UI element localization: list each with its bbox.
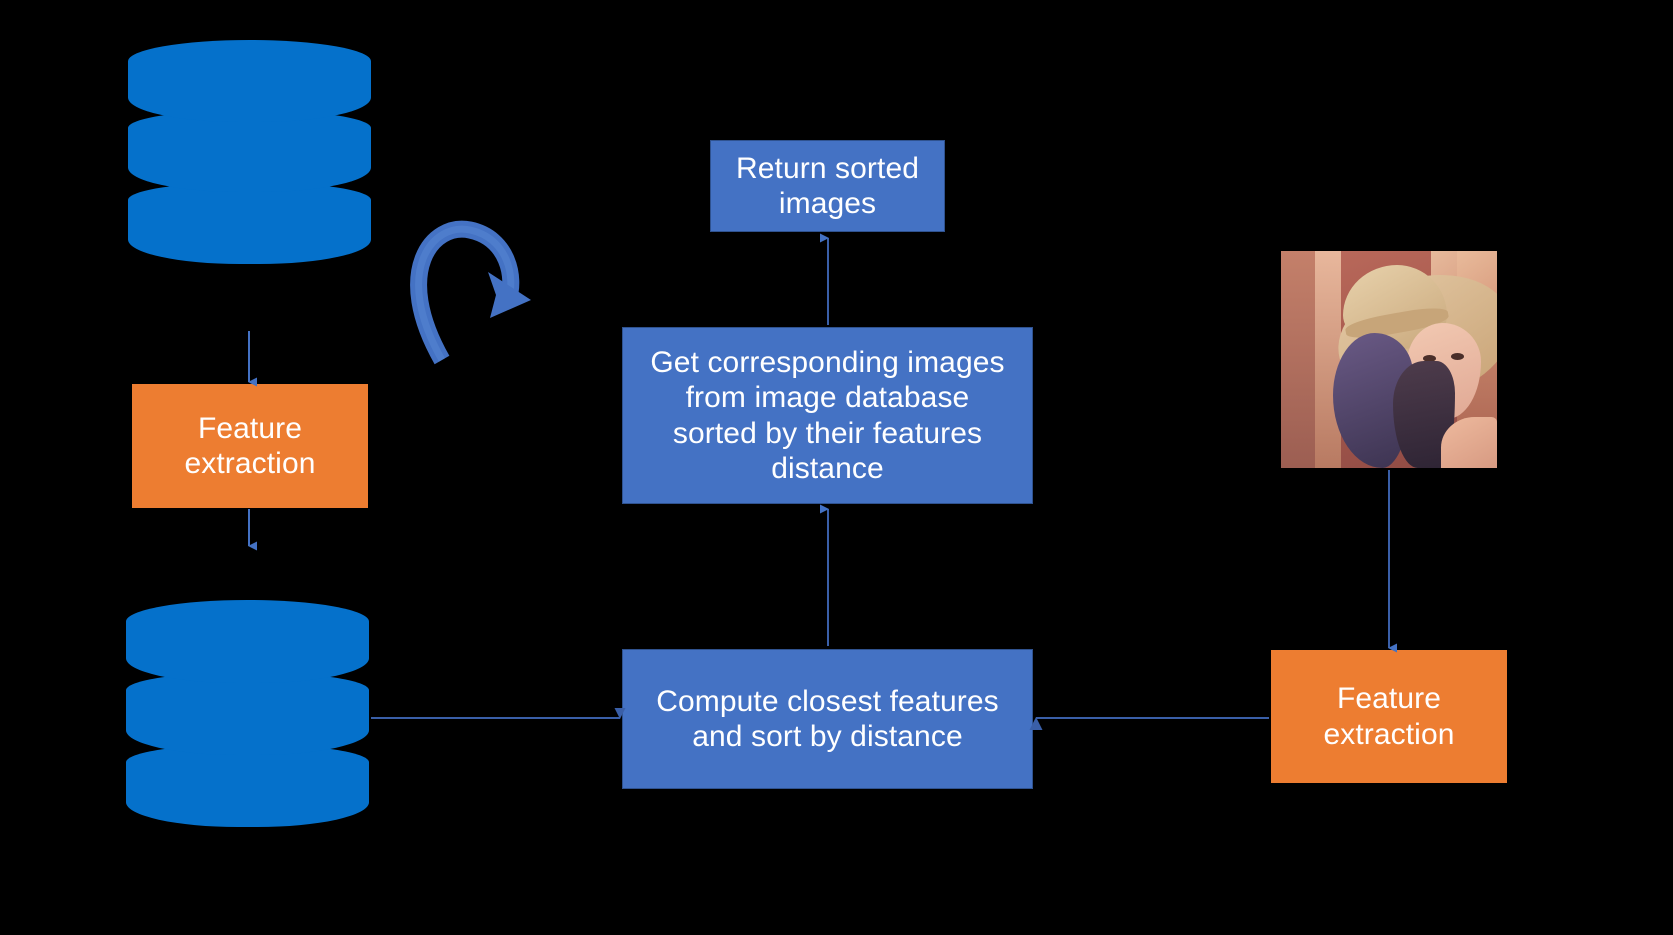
get-corresponding-images-line3: sorted by their features: [672, 416, 983, 450]
cylinder-segment-middle: [128, 110, 371, 192]
get-corresponding-images-line1: Get corresponding images: [650, 345, 1005, 379]
feature-extraction-right-line1: Feature: [1336, 682, 1442, 716]
feature-extraction-left-line2: extraction: [184, 447, 316, 480]
photo-eye-right: [1451, 353, 1464, 360]
cylinder-segment-bottom: [128, 182, 371, 264]
feature-extraction-right-box[interactable]: Feature extraction: [1271, 650, 1507, 783]
compute-closest-features-box[interactable]: Compute closest features and sort by dis…: [622, 649, 1033, 789]
curved-loop-arrow-icon: [410, 220, 531, 365]
get-corresponding-images-line2: from image database: [685, 381, 970, 415]
return-sorted-images-line1: Return sorted: [735, 151, 920, 185]
cylinder-segment-top: [128, 40, 371, 122]
photo-shoulder: [1441, 417, 1497, 468]
cylinder-segment-top: [126, 600, 369, 683]
image-database-cylinder-icon: [128, 40, 371, 265]
compute-closest-features-line1: Compute closest features: [656, 684, 999, 718]
feature-extraction-left-box[interactable]: Feature extraction: [132, 384, 368, 508]
cylinder-segment-bottom: [126, 744, 369, 827]
get-corresponding-images-box[interactable]: Get corresponding images from image data…: [622, 327, 1033, 504]
feature-extraction-left-line1: Feature: [197, 411, 303, 445]
return-sorted-images-line2: images: [778, 187, 877, 220]
compute-closest-features-line2: and sort by distance: [692, 720, 963, 753]
get-corresponding-images-line4: distance: [771, 451, 884, 485]
photo-bg-panel: [1315, 251, 1341, 468]
photo-eye-left: [1423, 355, 1436, 362]
return-sorted-images-box[interactable]: Return sorted images: [710, 140, 945, 232]
feature-extraction-right-line2: extraction: [1323, 717, 1455, 751]
query-image-thumbnail: [1281, 251, 1497, 468]
cylinder-segment-middle: [126, 672, 369, 755]
photo-bg-left: [1281, 251, 1315, 468]
feature-database-cylinder-icon: [126, 600, 369, 828]
